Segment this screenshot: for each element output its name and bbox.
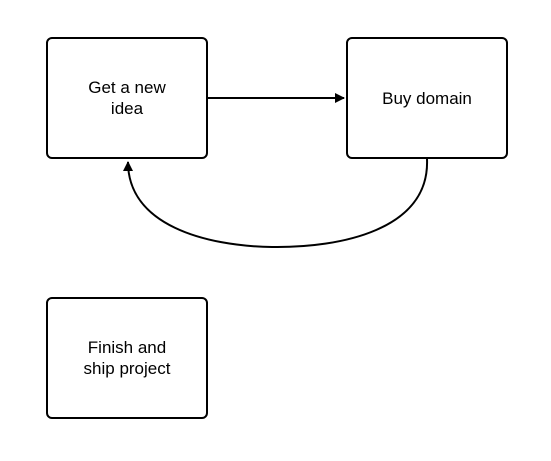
- node-label: Get a new idea: [88, 78, 166, 118]
- node-finish-ship-project[interactable]: Finish and ship project: [46, 297, 208, 419]
- node-get-new-idea[interactable]: Get a new idea: [46, 37, 208, 159]
- node-label: Buy domain: [382, 88, 472, 108]
- node-label: Finish and ship project: [83, 338, 171, 378]
- edge-domain-to-idea: [123, 158, 429, 249]
- node-buy-domain[interactable]: Buy domain: [346, 37, 508, 159]
